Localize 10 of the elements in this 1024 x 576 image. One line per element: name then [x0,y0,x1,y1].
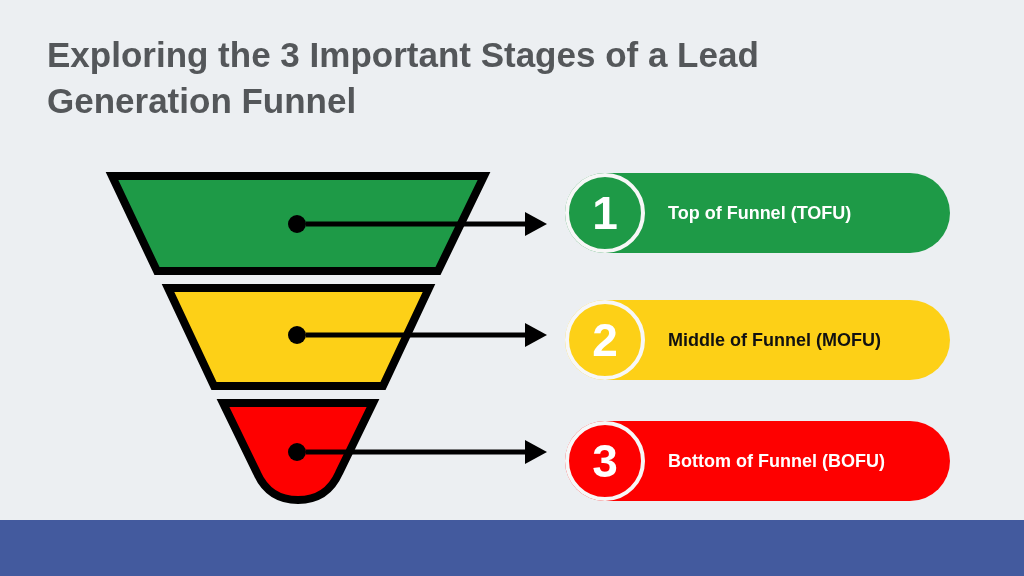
arrow [306,323,547,347]
arrow [306,440,547,464]
arrow [306,212,547,236]
step-number: 3 [565,421,645,501]
stage-label: Top of Funnel (TOFU) [668,202,852,224]
step-number: 2 [565,300,645,380]
stage-label: Bottom of Funnel (BOFU) [668,450,885,472]
title: Exploring the 3 Important Stages of a Lead Generation Funnel [47,34,760,122]
step-number: 1 [565,173,645,253]
stage-label: Middle of Funnel (MOFU) [668,329,881,351]
